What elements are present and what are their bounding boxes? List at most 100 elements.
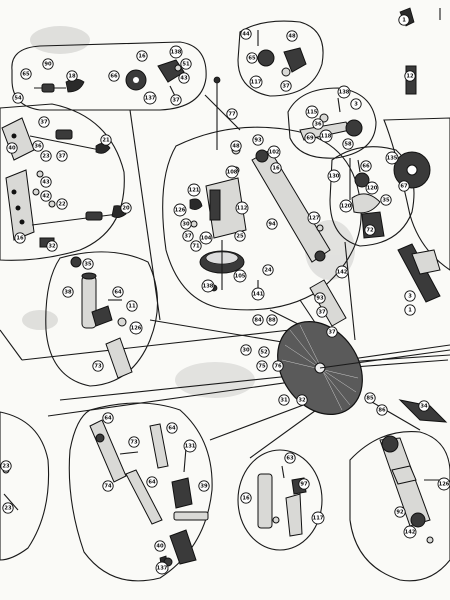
part-number: 21 bbox=[102, 137, 110, 143]
part-number: 130 bbox=[329, 173, 340, 179]
part-label-l17: 12 bbox=[404, 70, 416, 82]
part-label-l57: 21 bbox=[100, 134, 112, 146]
part-label-l38: 141 bbox=[251, 287, 265, 301]
bottom-center-group bbox=[89, 419, 209, 573]
part-label-l59: 23 bbox=[40, 150, 52, 162]
part-label-l55: 37 bbox=[38, 116, 50, 128]
part-label-l34: 25 bbox=[234, 230, 246, 242]
part-label-l78: 76 bbox=[272, 360, 284, 372]
top-center-group bbox=[257, 30, 307, 77]
part-label-l42: 138 bbox=[337, 85, 351, 99]
part-label-l96: 40 bbox=[154, 540, 166, 552]
lever-plate-lower bbox=[5, 169, 35, 241]
group-outlines bbox=[0, 20, 450, 582]
part-label-l81: 37 bbox=[316, 306, 328, 318]
part-number: 37 bbox=[282, 83, 290, 89]
axle-sleeve-icon bbox=[257, 473, 273, 529]
part-label-l75: 30 bbox=[240, 344, 252, 356]
part-number: 40 bbox=[8, 145, 16, 151]
part-label-l67: 35 bbox=[82, 258, 94, 270]
part-label-l93: 74 bbox=[102, 480, 114, 492]
part-number: 120 bbox=[341, 203, 352, 209]
center-group bbox=[189, 76, 347, 327]
part-number: 23 bbox=[42, 153, 50, 159]
lever-plate-upper bbox=[1, 117, 35, 161]
part-number: 37 bbox=[172, 97, 180, 103]
part-number: 38 bbox=[64, 289, 72, 295]
part-label-l53: 135 bbox=[385, 151, 399, 165]
bracket-icon bbox=[283, 47, 307, 73]
part-label-l14: 65 bbox=[246, 52, 258, 64]
part-label-l76: 52 bbox=[258, 346, 270, 358]
bottom-right-group bbox=[379, 435, 444, 544]
part-label-l73: 84 bbox=[252, 314, 264, 326]
part-number: 37 bbox=[184, 233, 192, 239]
part-label-l12: 44 bbox=[240, 28, 252, 40]
part-number: 92 bbox=[396, 509, 404, 515]
part-number: 42 bbox=[42, 193, 50, 199]
part-label-l46: 58 bbox=[342, 138, 354, 150]
part-label-l18: 1 bbox=[398, 14, 410, 26]
bracket-icon bbox=[397, 243, 441, 303]
part-label-l66: 20 bbox=[120, 202, 132, 214]
outline-bottom-right bbox=[349, 431, 450, 582]
part-label-l60: 37 bbox=[56, 150, 68, 162]
turnbuckle-icon bbox=[55, 129, 73, 140]
part-number: 65 bbox=[248, 55, 256, 61]
part-label-l64: 32 bbox=[46, 240, 58, 252]
part-label-l5: 66 bbox=[108, 70, 120, 82]
part-label-l39: 142 bbox=[335, 265, 349, 279]
part-label-l13: 48 bbox=[286, 30, 298, 42]
part-number: 97 bbox=[300, 481, 308, 487]
gear-wheel-icon bbox=[345, 119, 363, 137]
part-label-l104: 142 bbox=[403, 525, 417, 539]
part-label-l80: 93 bbox=[314, 292, 326, 304]
part-label-l90: 73 bbox=[128, 436, 140, 448]
part-label-l69: 64 bbox=[112, 286, 124, 298]
part-label-l71: 126 bbox=[129, 321, 143, 335]
part-number: 23 bbox=[4, 505, 12, 511]
part-label-l62: 42 bbox=[40, 190, 52, 202]
part-number: 3 bbox=[408, 293, 412, 299]
pin-icon bbox=[309, 279, 347, 327]
part-number: 63 bbox=[286, 455, 294, 461]
right-arm-group bbox=[397, 243, 441, 303]
part-number: 85 bbox=[366, 395, 374, 401]
part-number: 135 bbox=[387, 155, 398, 161]
turnbuckle-icon bbox=[41, 83, 55, 93]
part-label-l21: 108 bbox=[225, 165, 239, 179]
part-label-l24: 16 bbox=[270, 162, 282, 174]
part-number: 126 bbox=[439, 481, 450, 487]
part-label-l25: 94 bbox=[266, 218, 278, 230]
part-number: 64 bbox=[148, 479, 156, 485]
pin-icon bbox=[105, 337, 133, 379]
part-label-l48: 66 bbox=[360, 160, 372, 172]
part-number: 73 bbox=[94, 363, 102, 369]
part-number: 18 bbox=[68, 73, 76, 79]
outline-bottom-mid bbox=[237, 449, 323, 551]
part-label-l85: 32 bbox=[296, 394, 308, 406]
part-number: 58 bbox=[344, 141, 352, 147]
left-mid-group bbox=[70, 256, 133, 379]
part-number: 48 bbox=[232, 143, 240, 149]
part-label-l52: 72 bbox=[364, 224, 376, 236]
part-number: 74 bbox=[104, 483, 112, 489]
part-number: 108 bbox=[227, 169, 238, 175]
part-label-l3: 90 bbox=[42, 58, 54, 70]
part-number: 37 bbox=[40, 119, 48, 125]
part-number: 16 bbox=[16, 235, 24, 241]
part-label-l54: 67 bbox=[398, 180, 410, 192]
part-number: 54 bbox=[14, 95, 22, 101]
bracket-icon bbox=[351, 193, 381, 214]
part-label-l106: 23 bbox=[2, 502, 14, 514]
part-number: 138 bbox=[171, 49, 182, 55]
part-number: 71 bbox=[192, 243, 200, 249]
part-label-l105: 23 bbox=[0, 460, 12, 472]
part-number: 137 bbox=[145, 95, 156, 101]
part-number: 16 bbox=[272, 165, 280, 171]
part-label-l1: 65 bbox=[20, 68, 32, 80]
part-label-l47: 130 bbox=[327, 169, 341, 183]
part-number: 20 bbox=[122, 205, 130, 211]
part-number: 126 bbox=[131, 325, 142, 331]
part-label-l4: 18 bbox=[66, 70, 78, 82]
